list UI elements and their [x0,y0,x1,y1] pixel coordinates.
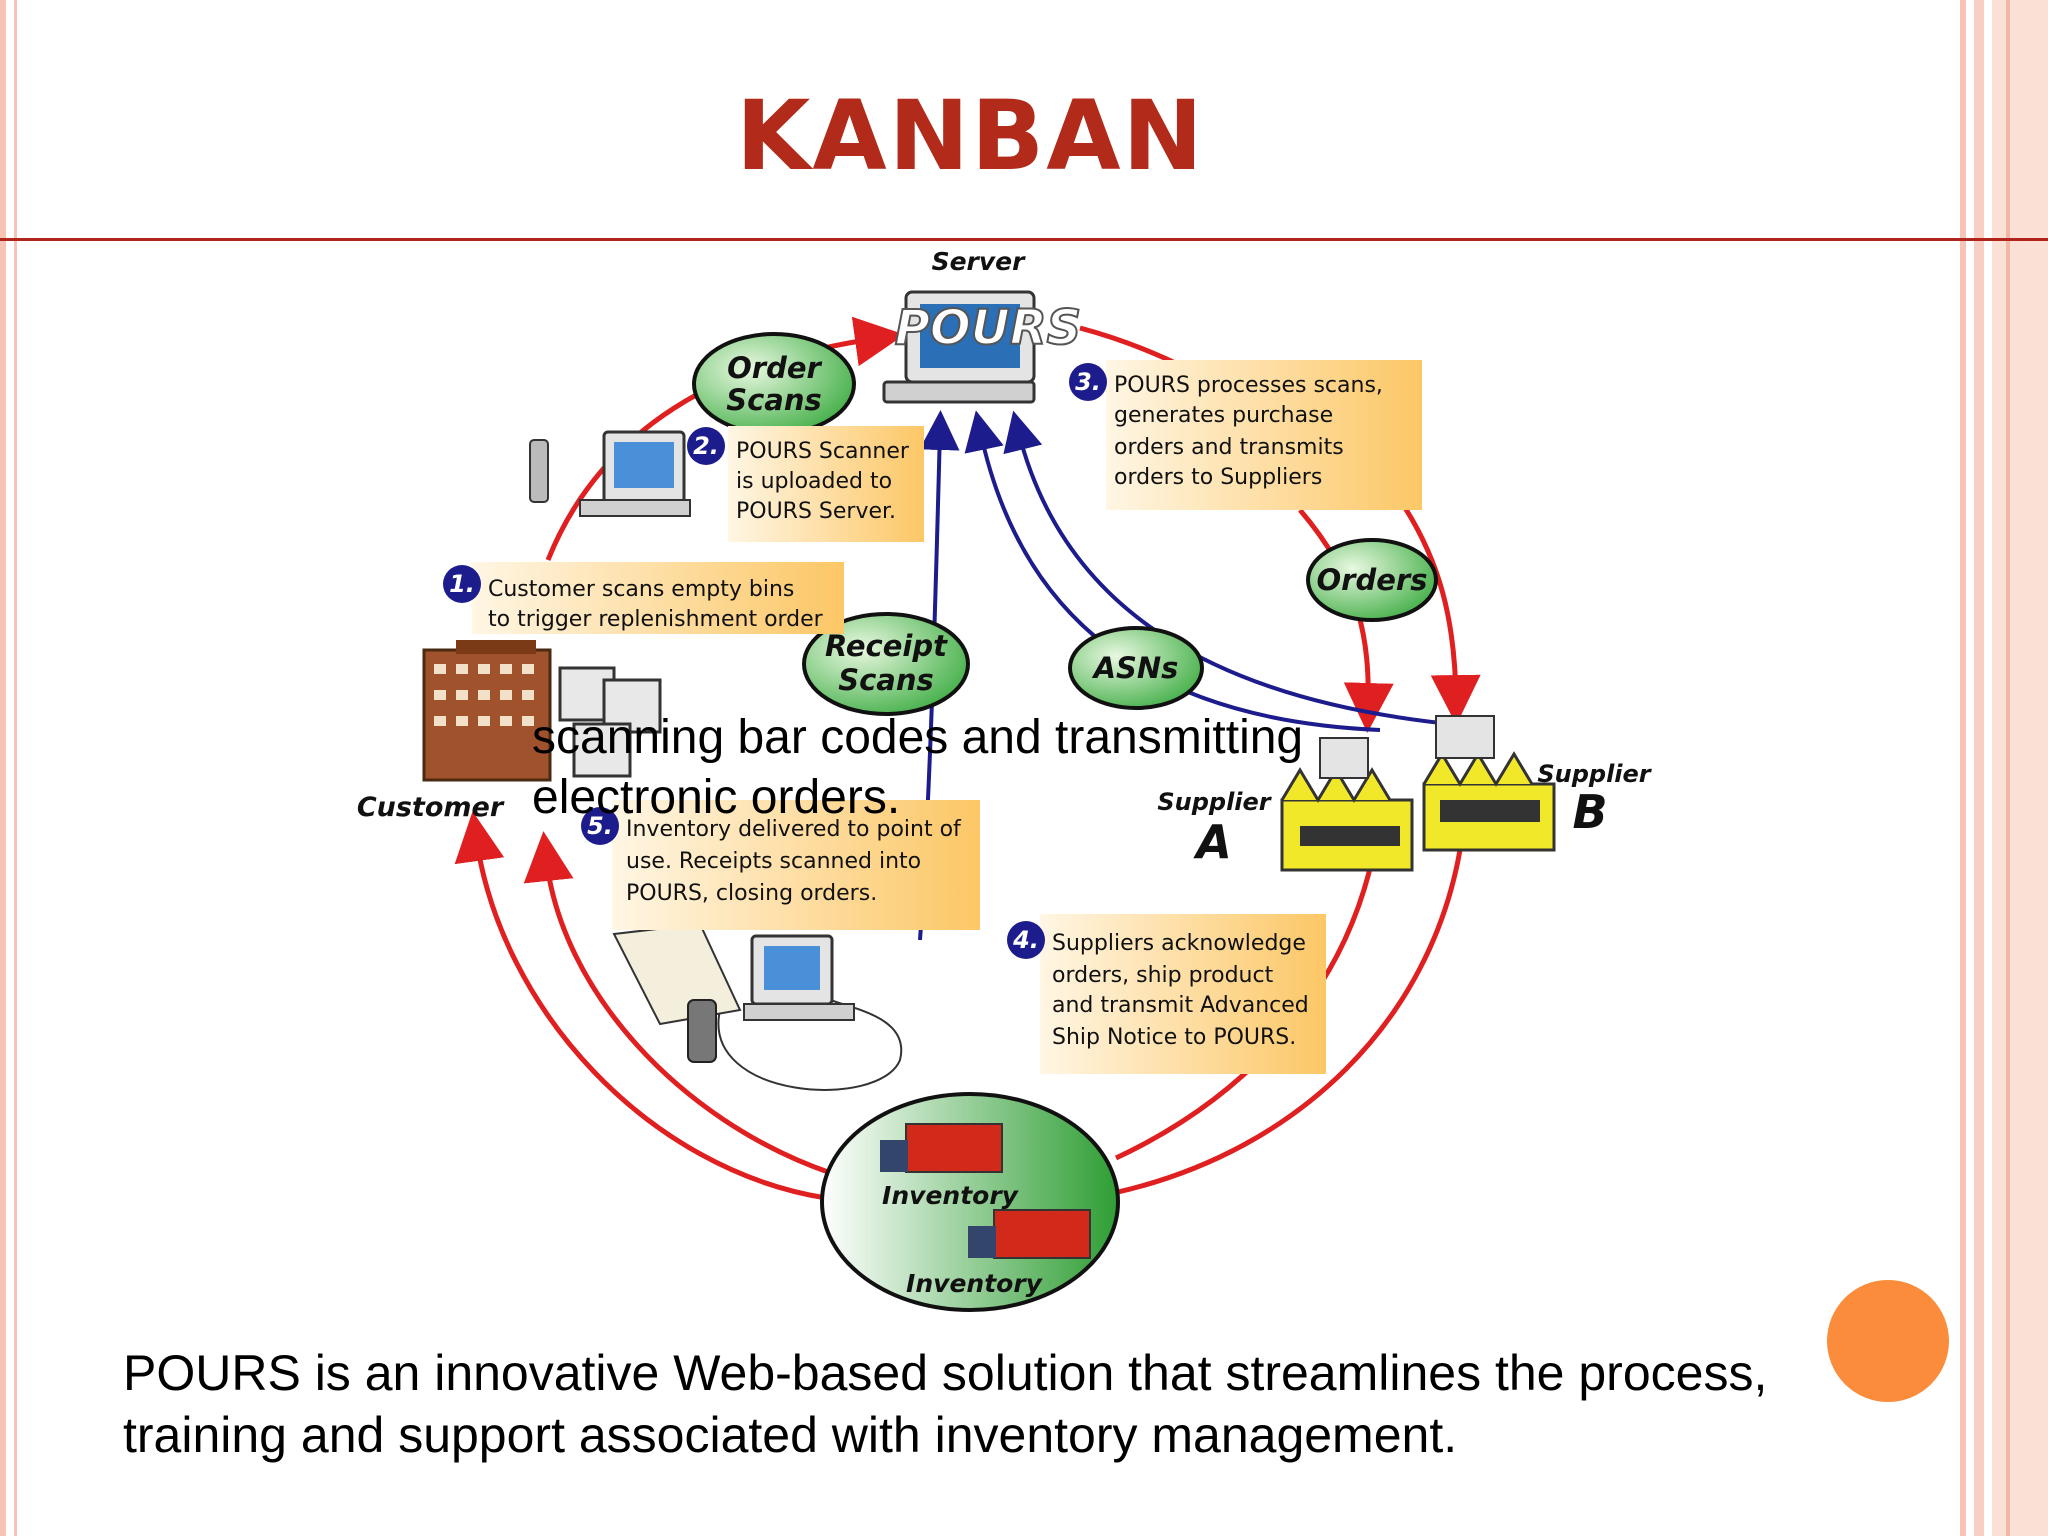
step-3-box: 3. POURS processes scans, generates purc… [1069,360,1422,510]
supplier-b-factory-icon [1422,715,1556,852]
customer-building-icon [422,640,552,782]
slide-title: KANBAN [736,80,1205,192]
scanner-upload-computer-icon [529,430,691,517]
step-1-line1: Customer scans empty bins [488,577,794,602]
right-border-stripe-4 [2006,0,2010,1536]
inventory-node [820,1092,1120,1312]
orange-circle-decoration [1827,1280,1949,1402]
supplier-b-letter: B [1572,785,1607,839]
step-5-line1: Inventory delivered to point of [626,817,962,842]
customer-label: Customer [357,792,505,823]
scanner-cable [717,999,903,1091]
inventory-label-top: Inventory [882,1181,1020,1210]
asns-label: ASNs [1092,651,1179,685]
supplier-a-factory-icon [1280,737,1414,872]
right-border-stripe-2 [1974,0,1984,1536]
inventory-label-bottom: Inventory [906,1269,1044,1298]
pours-logo: POURS [895,300,1082,356]
arrow-inventory-to-customer-1 [454,811,827,1201]
step-2-line3: POURS Server. [736,499,896,524]
asns-bubble: ASNs [1068,626,1204,710]
step-3-line4: orders to Suppliers [1114,465,1322,490]
supplier-b-label: Supplier [1537,760,1652,788]
step-3-line2: generates purchase [1114,403,1333,428]
arrow-orders-to-supplier-b [1397,498,1481,725]
step-4-number: 4. [1012,926,1039,954]
left-border-stripe [0,0,6,1536]
step-3-line3: orders and transmits [1114,435,1344,460]
step-1-box: 1. Customer scans empty bins to trigger … [443,562,844,634]
right-border-stripe-1 [1960,0,1966,1536]
step-3-number: 3. [1075,368,1101,396]
title-divider [0,238,2048,241]
left-border-stripe-thin [14,0,17,1536]
receipt-scans-line1: Receipt [825,629,948,663]
server-label: Server [932,247,1027,276]
step-4-box: 4. Suppliers acknowledge orders, ship pr… [1007,914,1326,1074]
arrow-inventory-to-customer-2 [523,831,829,1175]
step-5-number: 5. [587,812,613,840]
orders-label: Orders [1317,563,1428,597]
step-2-line1: POURS Scanner [736,439,910,464]
step-4-line4: Ship Notice to POURS. [1052,1025,1296,1050]
step-2-line2: is uploaded to [736,469,892,494]
step-4-line1: Suppliers acknowledge [1052,931,1306,956]
order-scans-line2: Scans [726,383,822,417]
order-scans-line1: Order [727,351,822,385]
step-3-line1: POURS processes scans, [1114,373,1383,398]
order-scans-bubble: Order Scans [692,332,856,436]
step-4-line2: orders, ship product [1052,963,1274,988]
step-1-number: 1. [449,570,475,598]
step-5-box: 5. Inventory delivered to point of use. … [581,800,980,930]
step-1-line2: to trigger replenishment order [488,607,824,632]
bins-icon [558,666,662,778]
overlay-caption: scanning bar codes and transmitting elec… [532,711,1304,824]
receipt-scanning-station-icon [612,922,855,1063]
slide-caption: POURS is an innovative Web-based solutio… [123,1345,1768,1463]
supplier-a-label: Supplier [1157,788,1272,816]
receipt-scans-bubble: Receipt Scans [802,612,970,716]
receipt-scans-line2: Scans [838,663,934,697]
step-2-number: 2. [693,432,719,460]
step-4-line3: and transmit Advanced [1052,993,1309,1018]
arrow-supplier-b-to-inventory [1117,849,1463,1195]
orders-bubble: Orders [1306,538,1438,622]
right-border-stripe-3 [1992,0,2048,1536]
step-5-line3: POURS, closing orders. [626,881,877,906]
server-computer-icon [882,290,1036,404]
step-5-line2: use. Receipts scanned into [626,849,921,874]
step-2-box: 2. POURS Scanner is uploaded to POURS Se… [687,426,924,542]
supplier-a-letter: A [1193,815,1232,869]
